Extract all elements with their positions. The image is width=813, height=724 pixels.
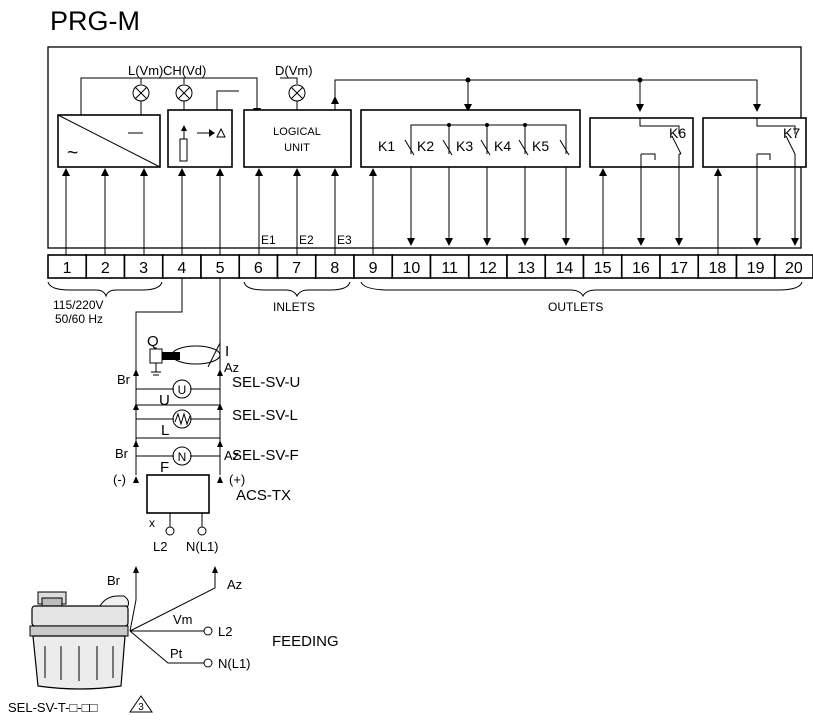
terminal-number: 7 xyxy=(292,260,301,277)
relay-k1: K1 xyxy=(378,138,415,156)
terminal-number: 6 xyxy=(254,260,263,277)
lamp-fault-label: D(Vm) xyxy=(275,63,313,78)
feeding-label: FEEDING xyxy=(272,633,339,650)
terminal-number: 3 xyxy=(139,260,148,277)
supply-voltage-label: 115/220V xyxy=(53,298,104,312)
terminal-number: 18 xyxy=(708,260,726,277)
lamp-power: L(Vm) xyxy=(128,63,163,102)
wire-plus: (+) xyxy=(229,472,245,487)
dc-symbol: — xyxy=(128,124,143,141)
terminal-number: 4 xyxy=(177,260,186,277)
relay-k2-label: K2 xyxy=(417,138,434,154)
sensor-l: L xyxy=(161,409,192,439)
sel-sv-u-label: SEL-SV-U xyxy=(232,374,300,391)
wire-vm: Vm xyxy=(173,612,193,627)
wire-az-2: Az xyxy=(224,448,239,463)
terminal-number: 10 xyxy=(402,260,420,277)
flame-sensor-head-image xyxy=(29,591,129,690)
sensor-q-i: Q I xyxy=(147,333,229,376)
acs-n-label: N(L1) xyxy=(186,539,219,554)
terminal-number: 12 xyxy=(479,260,497,277)
logical-unit-block: LOGICAL UNIT xyxy=(243,109,352,168)
sensor-i-label: I xyxy=(225,343,229,360)
supply-frequency-label: 50/60 Hz xyxy=(55,312,103,326)
revision-note: 3 xyxy=(138,702,144,713)
wire-br-1: Br xyxy=(117,372,131,387)
wire-br-2: Br xyxy=(115,446,129,461)
sel-sv-f-label: SEL-SV-F xyxy=(232,447,299,464)
relay-k5-label: K5 xyxy=(532,138,549,154)
model-code: SEL-SV-T-□-□□ xyxy=(8,700,97,715)
input-e2-label: E2 xyxy=(299,233,314,247)
outlets-label: OUTLETS xyxy=(548,300,603,314)
flame-detection-block xyxy=(167,109,233,168)
sensor-u-letter: U xyxy=(159,392,170,409)
terminal-number: 11 xyxy=(441,260,458,277)
relay-k4: K4 xyxy=(494,138,529,156)
terminal-cell xyxy=(773,254,813,279)
lamp-power-label: L(Vm) xyxy=(128,63,163,78)
acs-l2-label: L2 xyxy=(153,539,167,554)
wire-minus: (-) xyxy=(113,472,126,487)
wire-br-3: Br xyxy=(107,573,121,588)
relay-k3-label: K3 xyxy=(456,138,473,154)
relay-k4-label: K4 xyxy=(494,138,511,154)
terminal-number: 14 xyxy=(555,260,573,277)
group-braces xyxy=(47,281,803,298)
wire-az-1: Az xyxy=(224,360,239,375)
terminal-number: 13 xyxy=(517,260,535,277)
logical-unit-line2: UNIT xyxy=(284,142,310,154)
feeding-l2-label: L2 xyxy=(218,624,232,639)
relay-k6-label: K6 xyxy=(669,125,686,141)
sensor-head-wiring xyxy=(129,566,218,668)
wire-pt: Pt xyxy=(170,646,183,661)
terminal-number: 20 xyxy=(785,260,803,277)
inlets-label: INLETS xyxy=(273,300,315,314)
relay-k7: K7 xyxy=(702,117,807,168)
terminal-number: 5 xyxy=(216,260,225,277)
terminal-number: 9 xyxy=(369,260,378,277)
relay-k7-label: K7 xyxy=(783,125,800,141)
terminal-number: 17 xyxy=(670,260,688,277)
acs-tx-module: ACS-TX x L2 N(L1) xyxy=(146,474,291,554)
sel-sv-l-label: SEL-SV-L xyxy=(232,407,298,424)
relay-k3: K3 xyxy=(456,138,491,156)
input-e1-label: E1 xyxy=(261,233,276,247)
power-supply-block: — ~ xyxy=(57,114,161,168)
sensor-chain-wiring xyxy=(133,278,223,483)
sensor-f-symbol: N xyxy=(178,450,187,464)
feeding-n-label: N(L1) xyxy=(218,656,251,671)
wire-az-3: Az xyxy=(227,577,242,592)
acs-tx-label: ACS-TX xyxy=(236,487,291,504)
lamp-flame-label: CH(Vd) xyxy=(163,63,206,78)
lamp-fault: D(Vm) xyxy=(275,63,313,102)
terminal-number: 16 xyxy=(632,260,650,277)
sensor-f: N F xyxy=(160,446,192,476)
input-e3-label: E3 xyxy=(337,233,352,247)
terminal-number: 15 xyxy=(594,260,612,277)
sensor-q-label: Q xyxy=(147,333,159,350)
terminal-number: 1 xyxy=(63,260,72,277)
wire-x: x xyxy=(149,516,155,530)
logical-unit-line1: LOGICAL xyxy=(273,126,321,138)
terminal-number: 8 xyxy=(330,260,339,277)
sensor-u: U U xyxy=(159,379,192,409)
revision-triangle-icon: 3 xyxy=(129,695,153,713)
sensor-l-letter: L xyxy=(161,422,169,439)
lamp-flame: CH(Vd) xyxy=(163,63,206,102)
sensor-u-symbol: U xyxy=(178,383,187,397)
relay-group-k1-k5 xyxy=(360,109,581,168)
device-title: PRG-M xyxy=(50,6,140,36)
terminal-number: 19 xyxy=(747,260,765,277)
sensor-f-letter: F xyxy=(160,459,169,476)
relay-k6: K6 xyxy=(589,117,694,168)
relay-k1-label: K1 xyxy=(378,138,395,154)
terminal-wires xyxy=(62,136,799,255)
terminal-number: 2 xyxy=(101,260,110,277)
relay-k2: K2 xyxy=(417,138,453,156)
ac-symbol: ~ xyxy=(67,143,78,164)
relay-k5: K5 xyxy=(532,138,570,156)
